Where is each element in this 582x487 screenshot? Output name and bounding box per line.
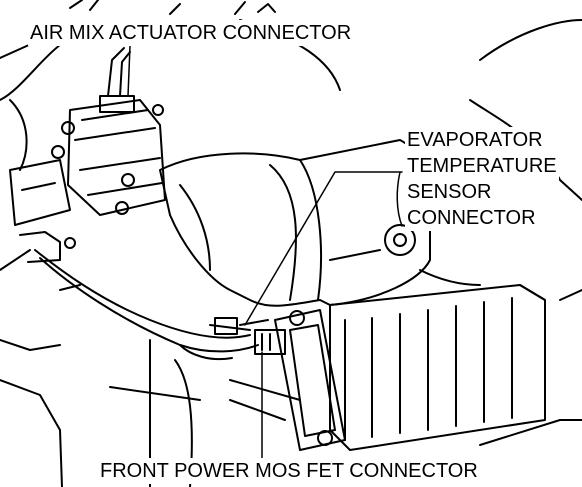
evaporator-bracket — [396, 171, 403, 227]
lower-duct-box — [329, 284, 546, 451]
evaporator-label-line-3: SENSOR — [405, 179, 559, 205]
evaporator-leader-line — [244, 171, 403, 326]
front-power-mos-fet-connector-label: FRONT POWER MOS FET CONNECTOR — [98, 458, 480, 484]
evaporator-temperature-sensor-connector-label: EVAPORATOR TEMPERATURE SENSOR CONNECTOR — [405, 127, 559, 231]
wire-harness — [34, 249, 269, 361]
air-mix-actuator-connector-label: AIR MIX ACTUATOR CONNECTOR — [28, 20, 354, 46]
left-panel — [9, 99, 76, 263]
callout-lines — [127, 45, 403, 465]
air-mix-leader-line — [127, 45, 131, 97]
power-mos-fet — [254, 309, 346, 451]
evaporator-housing — [159, 139, 481, 307]
evaporator-label-line-1: EVAPORATOR — [405, 127, 559, 153]
evaporator-label-line-4: CONNECTOR — [405, 205, 559, 231]
air-mix-actuator — [51, 47, 166, 216]
evaporator-label-line-2: TEMPERATURE — [405, 153, 559, 179]
